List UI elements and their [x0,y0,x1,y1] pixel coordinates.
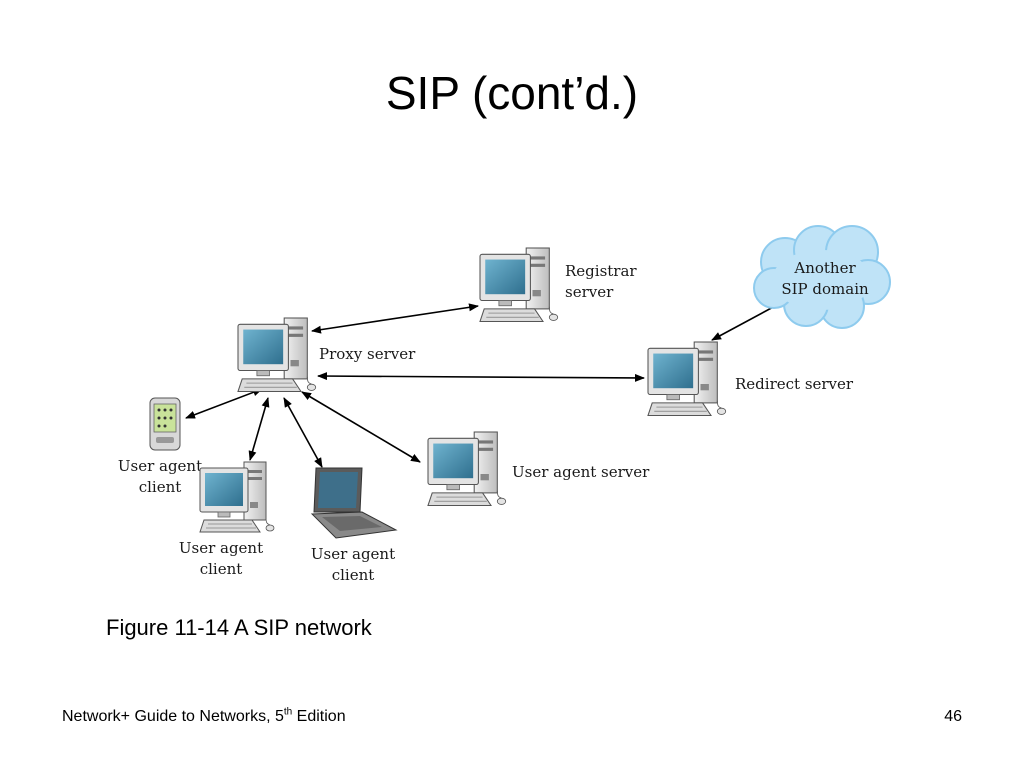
slide-title: SIP (cont’d.) [385,67,639,119]
desktop-computer-icon [237,317,317,393]
registrar-server-node: Registrar server [479,247,637,323]
registrar-label-line1: Registrar [565,262,637,280]
ua-client-laptop-label-line1: User agent [311,545,395,563]
pda-icon [149,397,181,451]
redirect-server-node: Redirect server [647,341,854,417]
proxy-label: Proxy server [319,345,416,363]
ua-client-desktop-label-line2: client [200,560,243,578]
ua-server-node: User agent server [427,431,650,507]
laptop-icon [310,467,398,539]
footer-text: Network+ Guide to Networks, 5 [62,708,284,725]
ua-client-laptop-label-line2: client [332,566,375,584]
footer-book-title: Network+ Guide to Networks, 5th Edition [62,706,346,728]
ua-client-laptop-node: User agent client [310,467,398,584]
ua-client-pda-node: User agent client [118,397,202,496]
ua-client-pda-label-line1: User agent [118,457,202,475]
desktop-computer-icon [479,247,559,323]
connection-proxy-ua-client-desktop [248,397,270,461]
registrar-label-line2: server [565,283,614,301]
footer-superscript: th [283,706,293,718]
cloud-label-line2: SIP domain [781,280,869,298]
cloud-label-line1: Another [793,259,856,277]
ua-client-pda-label-line2: client [139,478,182,496]
desktop-computer-icon [647,341,727,417]
desktop-computer-icon [427,431,507,507]
redirect-label: Redirect server [735,375,854,393]
cloud-icon [753,225,891,329]
connection-proxy-ua-client-pda [185,388,263,419]
ua-client-desktop-node: User agent client [179,461,275,578]
figure-caption: Figure 11-14 A SIP network [106,615,372,640]
desktop-computer-icon [199,461,275,533]
ua-server-label: User agent server [512,463,650,481]
ua-client-desktop-label-line1: User agent [179,539,263,557]
connection-proxy-redirect [317,372,645,382]
page-number: 46 [944,708,962,725]
connection-proxy-registrar [311,303,479,334]
proxy-server-node: Proxy server [237,317,416,393]
connection-proxy-ua-server [301,391,421,463]
another-sip-domain-cloud: Another SIP domain [753,225,891,329]
footer-text-after: Edition [292,708,346,725]
connection-proxy-ua-client-laptop [283,397,323,468]
